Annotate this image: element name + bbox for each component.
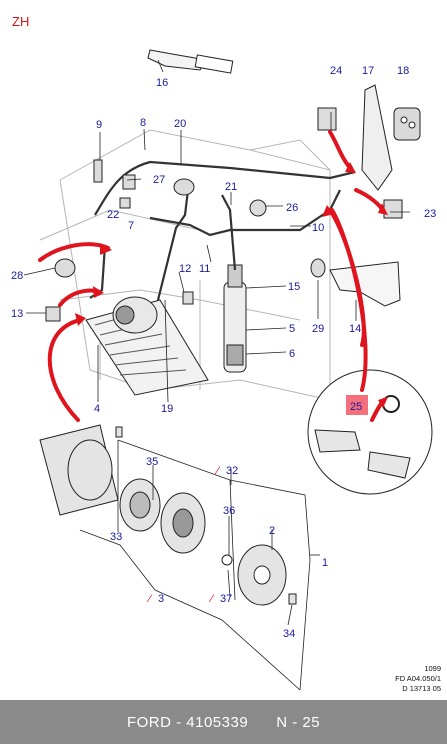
footer-separator: - (171, 713, 187, 731)
footer-gap (248, 714, 276, 731)
assembly-brackets (79, 439, 311, 691)
footer-bar: FORD - 4105339 N - 25 (0, 700, 447, 744)
bracket-parts (329, 84, 421, 307)
hose-detail (147, 49, 234, 74)
callout-9: 9 (96, 119, 102, 131)
callout-17: 17 (362, 65, 374, 77)
callout-12: 12 (179, 263, 191, 275)
compressor-exploded (39, 424, 297, 606)
red-arrows (38, 130, 386, 422)
drawing-ref-line1: 1099 (424, 664, 441, 673)
compressor-upper (112, 296, 158, 334)
exploded-parts-diagram: 16 9 8 20 27 21 26 22 10 7 11 12 28 15 1… (11, 49, 436, 691)
callout-11: 11 (199, 263, 210, 275)
callout-4: 4 (94, 403, 100, 415)
drawing-ref-line3: D 13713 05 (402, 684, 441, 693)
callout-6: 6 (289, 348, 295, 360)
callout-32: 32 (226, 465, 238, 477)
callout-15: 15 (288, 281, 300, 293)
callout-37: 37 (220, 593, 232, 605)
callout-2: 2 (269, 525, 275, 537)
callout-36: 36 (223, 505, 235, 517)
callout-13: 13 (11, 308, 23, 320)
footer-part-number: 4105339 (186, 713, 249, 731)
drawing-ref-line2: FD A04.050/1 (395, 674, 441, 683)
callout-10: 10 (312, 222, 324, 234)
callout-labels: 16 9 8 20 27 21 26 22 10 7 11 12 28 15 1… (11, 65, 436, 640)
footer-brand: FORD (126, 713, 172, 731)
receiver-drier (223, 264, 247, 373)
fittings (45, 107, 403, 322)
callout-20: 20 (174, 118, 186, 130)
callout-23: 23 (424, 208, 436, 220)
callout-19: 19 (161, 403, 173, 415)
leader-lines (23, 59, 410, 626)
callout-33: 33 (110, 531, 122, 543)
callout-25: 25 (350, 401, 362, 413)
warning-marks: ⁄ ⁄ ⁄ (146, 465, 221, 605)
callout-29: 29 (312, 323, 324, 335)
region-code: ZH (12, 14, 30, 29)
callout-3: 3 (158, 593, 164, 605)
callout-16: 16 (156, 77, 168, 89)
callout-8: 8 (140, 117, 146, 129)
warning-mark-icon: ⁄ (208, 593, 215, 605)
callout-21: 21 (225, 181, 237, 193)
callout-14: 14 (349, 323, 361, 335)
callout-26: 26 (286, 202, 298, 214)
callout-5: 5 (289, 323, 295, 335)
callout-34: 34 (283, 628, 295, 640)
warning-mark-icon: ⁄ (214, 465, 221, 477)
drawing-reference: 1099 FD A04.050/1 D 13713 05 (395, 664, 441, 694)
callout-35: 35 (146, 456, 158, 468)
callout-24: 24 (330, 65, 342, 77)
callout-28: 28 (11, 270, 23, 282)
callout-7: 7 (128, 220, 134, 232)
callout-27: 27 (153, 174, 165, 186)
o-ring-detail (307, 369, 433, 495)
callout-18: 18 (397, 65, 409, 77)
arrow-heads (75, 162, 388, 408)
warning-mark-icon: ⁄ (146, 593, 153, 605)
footer-page: N - 25 (276, 713, 321, 731)
callout-22: 22 (107, 209, 119, 221)
callout-1: 1 (322, 557, 328, 569)
